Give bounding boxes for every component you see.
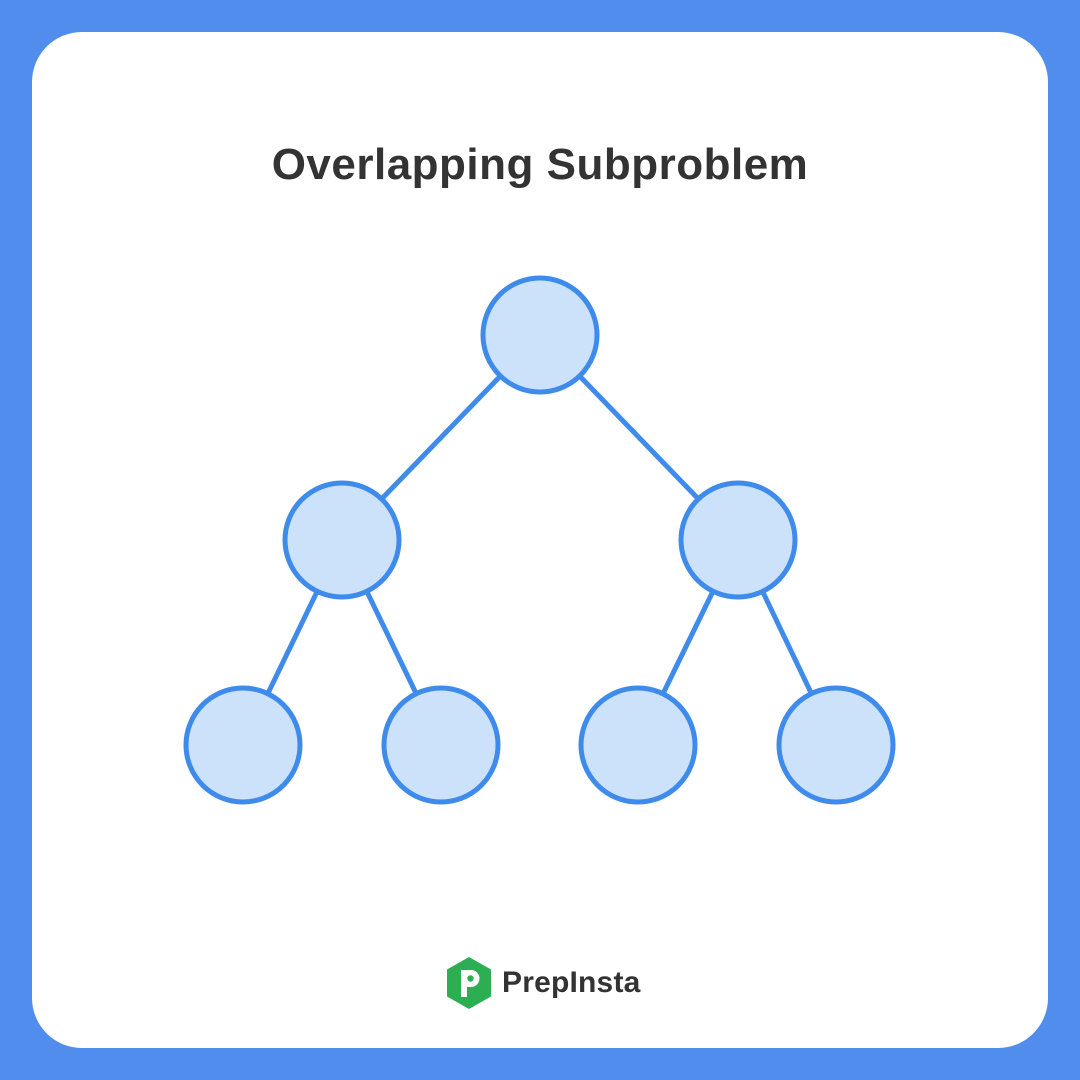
tree-node-left-left [183,685,303,805]
edge-right-to-right-right [760,590,814,695]
page-title: Overlapping Subproblem [271,140,809,189]
brand-name: PrepInsta [502,966,641,999]
tree-nodes [183,275,896,805]
tree-node-left-right [381,685,501,805]
edge-right-to-right-left [660,590,716,695]
prepinsta-logo-icon [447,957,491,1009]
edge-root-to-left [379,374,503,501]
content-card: Overlapping Subproblem [32,32,1048,1048]
edge-left-to-left-left [265,590,320,695]
edge-root-to-right [577,374,701,501]
tree-node-root [480,275,600,395]
brand: PrepInsta [444,955,641,1011]
edge-left-to-left-right [364,590,419,695]
tree-node-right-left [578,685,698,805]
tree-node-right [678,480,798,600]
tree-node-left [282,480,402,600]
tree-node-right-right [776,685,896,805]
tree-edges [265,374,814,695]
